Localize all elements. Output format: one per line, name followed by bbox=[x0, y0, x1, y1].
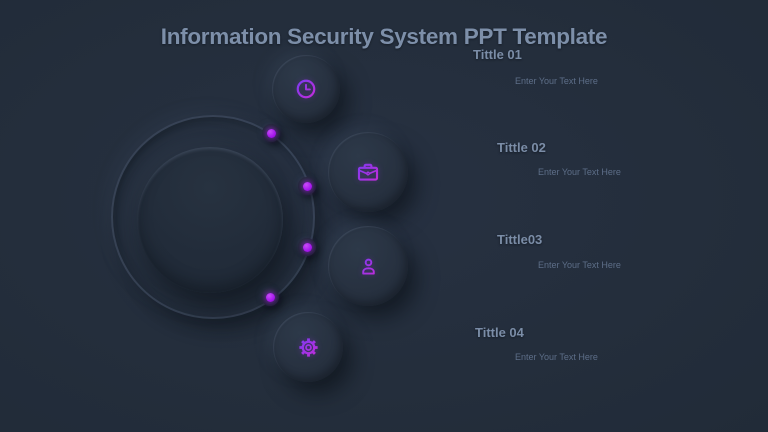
clock-icon bbox=[296, 79, 316, 99]
dot-glow bbox=[266, 128, 276, 138]
section-title-1: Tittle 01 bbox=[473, 47, 522, 62]
section-placeholder-1: Enter Your Text Here bbox=[515, 76, 598, 86]
user-icon bbox=[361, 258, 375, 275]
connector-dot-3 bbox=[298, 238, 316, 256]
connector-dot-1 bbox=[262, 124, 280, 142]
connector-dot-4 bbox=[261, 288, 279, 306]
timeline-ring bbox=[111, 115, 315, 319]
dot-glow bbox=[265, 292, 275, 302]
dot-glow bbox=[302, 242, 312, 252]
section-placeholder-3: Enter Your Text Here bbox=[538, 260, 621, 270]
section-placeholder-4: Enter Your Text Here bbox=[515, 352, 598, 362]
page-title: Information Security System PPT Template bbox=[160, 24, 608, 49]
connector-dot-2 bbox=[298, 177, 316, 195]
section-title-4: Tittle 04 bbox=[475, 325, 524, 340]
dot-glow bbox=[302, 181, 312, 191]
gear-icon bbox=[298, 337, 318, 357]
section-placeholder-2: Enter Your Text Here bbox=[538, 167, 621, 177]
section-title-2: Tittle 02 bbox=[497, 140, 546, 155]
node-step-4 bbox=[273, 312, 343, 382]
center-disk bbox=[137, 147, 283, 293]
node-step-3 bbox=[328, 226, 408, 306]
node-step-1 bbox=[272, 55, 340, 123]
section-title-3: Tittle03 bbox=[497, 232, 543, 247]
node-step-2 bbox=[328, 132, 408, 212]
briefcase-icon bbox=[357, 163, 379, 181]
